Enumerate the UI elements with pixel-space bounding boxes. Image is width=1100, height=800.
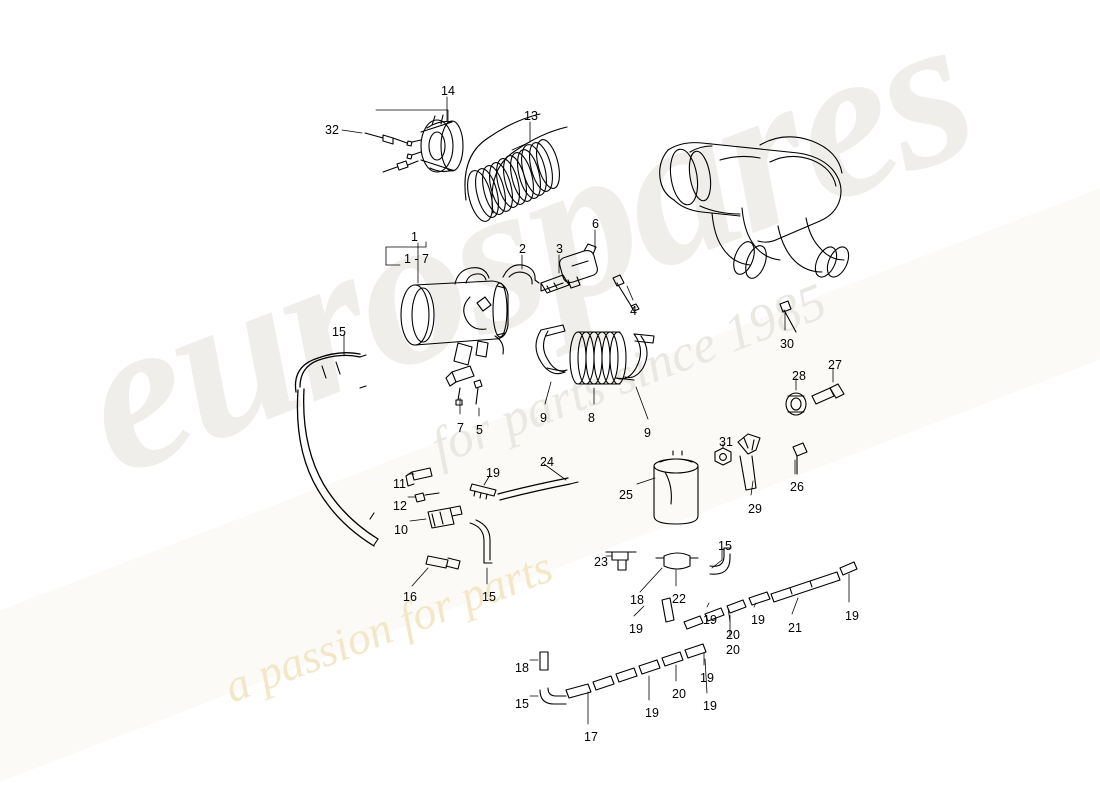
part-32-screw xyxy=(364,132,408,145)
callout-3: 3 xyxy=(556,242,563,256)
part-15-hose-bend-center xyxy=(469,519,493,564)
callout-15: 15 xyxy=(332,325,346,339)
part-23-t-connector xyxy=(605,551,637,571)
callout-18: 18 xyxy=(630,593,644,607)
part-31-nut xyxy=(714,447,732,466)
part-18-hose-piece-mid xyxy=(661,597,675,623)
callout-11: 11 xyxy=(393,477,406,491)
part-15-vacuum-hose-left xyxy=(294,352,379,547)
part-11-bracket xyxy=(405,467,433,487)
part-9-hose-clamp-right xyxy=(615,333,655,381)
callout-19: 19 xyxy=(845,609,859,623)
part-30-bolt xyxy=(779,300,797,333)
part-22-inline-filter xyxy=(655,552,699,570)
callout-26: 26 xyxy=(790,480,804,494)
callout-30: 30 xyxy=(780,337,794,351)
part-10-connector xyxy=(427,505,463,529)
callout-13: 13 xyxy=(524,109,538,123)
callout-8: 8 xyxy=(588,411,595,425)
callout-14: 14 xyxy=(441,84,455,98)
intake-air-distributor xyxy=(659,136,850,279)
part-1-7-throttle-body-assembly xyxy=(400,267,509,366)
callout-15: 15 xyxy=(515,697,529,711)
callout-4: 4 xyxy=(630,304,637,318)
part-8-connecting-hose xyxy=(569,331,627,385)
callout-9: 9 xyxy=(644,426,651,440)
callout-19: 19 xyxy=(645,706,659,720)
callout-7: 7 xyxy=(457,421,464,435)
callout-6: 6 xyxy=(592,217,599,231)
callout-19: 19 xyxy=(700,671,714,685)
part-29-bracket xyxy=(737,433,761,491)
callout-1: 1 xyxy=(411,230,418,244)
callout-21: 21 xyxy=(788,621,802,635)
part-19-hose-center xyxy=(469,483,497,500)
part-17-line-bottom xyxy=(565,643,707,699)
callout-19: 19 xyxy=(703,613,717,627)
part-3-connector xyxy=(540,274,570,294)
part-13-corrugated-hose xyxy=(464,113,568,222)
callout-24: 24 xyxy=(540,455,554,469)
callout-32: 32 xyxy=(325,123,339,137)
leader-lines xyxy=(341,96,850,725)
callout-17: 17 xyxy=(584,730,598,744)
part-2-clamp-clip xyxy=(502,264,540,285)
callout-28: 28 xyxy=(792,369,806,383)
callout-19: 19 xyxy=(751,613,765,627)
part-5-screw xyxy=(473,379,483,405)
callout-19: 19 xyxy=(486,466,500,480)
part-15-elbow-bottom xyxy=(539,687,567,705)
callout-16: 16 xyxy=(403,590,417,604)
callout-22: 22 xyxy=(672,592,686,606)
part-19-hose-row-mid xyxy=(683,591,771,630)
part-32-screw-lower xyxy=(382,160,419,173)
part-18-hose-piece-bottom xyxy=(539,651,549,671)
callout-19: 19 xyxy=(629,622,643,636)
callout-25: 25 xyxy=(619,488,633,502)
callout-27: 27 xyxy=(828,358,842,372)
part-24-hose-line xyxy=(497,477,579,501)
callout-10: 10 xyxy=(394,523,408,537)
callout-1 - 7: 1 - 7 xyxy=(404,252,430,266)
part-19-hose-right xyxy=(839,561,858,576)
callout-18: 18 xyxy=(515,661,529,675)
part-15-elbow-right xyxy=(709,547,732,575)
part-14-air-flap-housing xyxy=(406,114,464,173)
part-16-hose-connector xyxy=(425,555,461,570)
callout-20: 20 xyxy=(726,643,740,657)
part-27-pin xyxy=(811,383,845,405)
part-7-bracket xyxy=(445,365,475,406)
part-4-bolt xyxy=(612,274,640,312)
callout-20: 20 xyxy=(672,687,686,701)
callout-5: 5 xyxy=(476,423,483,437)
part-12-screw xyxy=(414,492,440,503)
part-28-grommet xyxy=(785,392,807,416)
callout-9: 9 xyxy=(540,411,547,425)
callout-20: 20 xyxy=(726,628,740,642)
callout-23: 23 xyxy=(594,555,608,569)
callout-15: 15 xyxy=(718,539,732,553)
part-26-bolt xyxy=(792,442,808,475)
callout-29: 29 xyxy=(748,502,762,516)
part-25-canister xyxy=(653,450,699,525)
callout-19: 19 xyxy=(703,699,717,713)
part-6-idle-valve xyxy=(559,243,598,289)
callout-15: 15 xyxy=(482,590,496,604)
part-21-pipe xyxy=(770,571,841,603)
callout-12: 12 xyxy=(393,499,407,513)
part-9-hose-clamp-left xyxy=(535,324,568,375)
callout-2: 2 xyxy=(519,242,526,256)
callout-31: 31 xyxy=(719,435,733,449)
